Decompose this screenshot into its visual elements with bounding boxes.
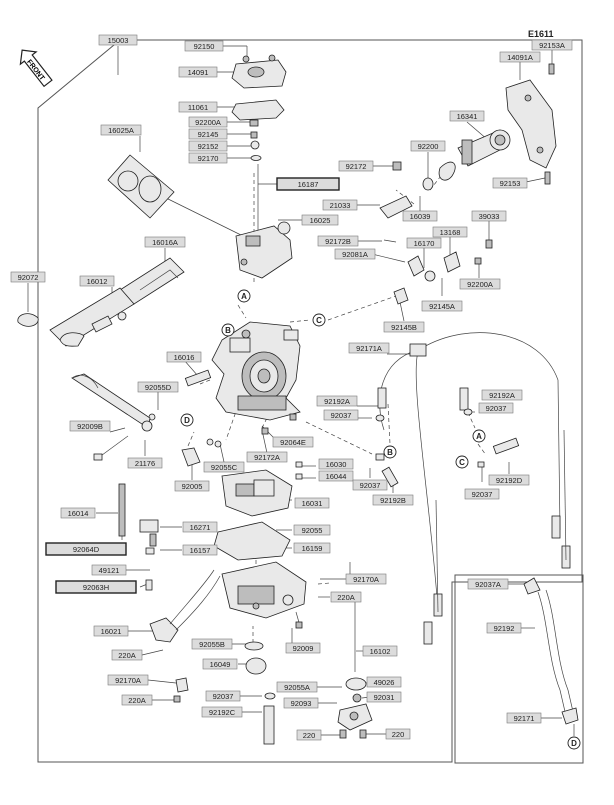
part-label-39033: 39033	[479, 212, 500, 221]
part-label-92037-e: 92037	[213, 692, 234, 701]
front-arrow-icon: FRONT	[19, 49, 53, 88]
part-label-16157: 16157	[190, 546, 211, 555]
part-label-16031: 16031	[302, 499, 323, 508]
part-label-220-b: 220	[392, 730, 405, 739]
part-label-11061: 11061	[188, 103, 208, 112]
part-label-16012: 16012	[87, 277, 108, 286]
callout-markers: A B C D B A C D	[180, 289, 581, 750]
part-label-92005: 92005	[182, 482, 203, 491]
part-drawings	[17, 54, 579, 745]
callout-d-bottom: D	[571, 739, 577, 748]
part-label-92064D: 92064D	[73, 545, 100, 554]
diagram-id: E1611	[528, 29, 554, 39]
part-label-16159: 16159	[302, 544, 323, 553]
part-label-16187: 16187	[298, 180, 319, 189]
part-label-92150: 92150	[194, 42, 215, 51]
callout-a-top: A	[241, 292, 247, 301]
part-label-92172A: 92172A	[254, 453, 280, 462]
part-label-16271: 16271	[190, 523, 211, 532]
part-label-92172: 92172	[346, 162, 367, 171]
part-label-92192B: 92192B	[380, 496, 406, 505]
part-label-92192C: 92192C	[209, 708, 236, 717]
part-label-92200A-b: 92200A	[467, 280, 493, 289]
part-label-16014: 16014	[68, 509, 89, 518]
part-label-14091: 14091	[188, 68, 209, 77]
part-label-92172B: 92172B	[325, 237, 351, 246]
part-label-92145A: 92145A	[429, 302, 455, 311]
part-label-16102: 16102	[370, 647, 391, 656]
part-label-92093: 92093	[291, 699, 312, 708]
part-label-220-a: 220	[303, 731, 316, 740]
part-label-16039: 16039	[410, 212, 431, 221]
part-label-49026: 49026	[374, 678, 395, 687]
callout-b-left: B	[225, 326, 231, 335]
part-label-92192: 92192	[494, 624, 515, 633]
part-label-92200: 92200	[418, 142, 439, 151]
part-label-92055B: 92055B	[199, 640, 225, 649]
part-label-92037-a: 92037	[331, 411, 352, 420]
part-label-92064E: 92064E	[280, 438, 306, 447]
part-label-92081A: 92081A	[342, 250, 368, 259]
part-label-16016: 16016	[174, 353, 195, 362]
part-label-15003: 15003	[108, 36, 129, 45]
part-label-16049: 16049	[210, 660, 231, 669]
part-label-92055C: 92055C	[211, 463, 238, 472]
part-label-21033: 21033	[330, 201, 351, 210]
part-label-49121: 49121	[99, 566, 120, 575]
part-label-220A-b: 220A	[118, 651, 136, 660]
part-label-92037-b: 92037	[486, 404, 507, 413]
part-label-92200A: 92200A	[195, 118, 221, 127]
part-label-92055: 92055	[302, 526, 323, 535]
part-label-92152: 92152	[198, 142, 219, 151]
part-label-92171: 92171	[514, 714, 535, 723]
part-label-92145B: 92145B	[391, 323, 417, 332]
part-label-92063H: 92063H	[83, 583, 109, 592]
part-label-16341: 16341	[457, 112, 478, 121]
part-label-92145: 92145	[198, 130, 219, 139]
part-label-16170: 16170	[414, 239, 435, 248]
part-label-92031: 92031	[374, 693, 395, 702]
part-label-220A-a: 220A	[337, 593, 355, 602]
callout-c-lower: C	[459, 458, 465, 467]
part-label-92055A: 92055A	[284, 683, 310, 692]
part-label-16025A: 16025A	[108, 126, 134, 135]
part-label-16044: 16044	[326, 472, 347, 481]
part-label-92055D: 92055D	[145, 383, 172, 392]
part-label-92037A: 92037A	[475, 580, 501, 589]
callout-d-left: D	[184, 416, 190, 425]
part-label-92192A: 92192A	[324, 397, 350, 406]
callout-c-right: C	[316, 316, 322, 325]
part-label-16030: 16030	[326, 460, 347, 469]
part-label-92171A: 92171A	[356, 344, 382, 353]
part-label-92072: 92072	[18, 273, 39, 282]
part-label-92037-d: 92037	[472, 490, 493, 499]
part-label-92192D: 92192D	[496, 476, 523, 485]
callout-b-right: B	[387, 448, 393, 457]
part-label-92153A: 92153A	[539, 41, 565, 50]
part-label-13168: 13168	[440, 228, 461, 237]
part-label-16016A: 16016A	[152, 238, 178, 247]
part-label-92170: 92170	[198, 154, 219, 163]
part-label-92009: 92009	[293, 644, 314, 653]
part-label-16021: 16021	[101, 627, 122, 636]
part-label-92192A-b: 92192A	[489, 391, 515, 400]
part-label-16025: 16025	[310, 216, 331, 225]
callout-a-right: A	[476, 432, 482, 441]
part-label-14091A: 14091A	[507, 53, 533, 62]
part-label-21176: 21176	[135, 459, 155, 468]
part-label-92009B: 92009B	[77, 422, 103, 431]
leader-lines	[27, 45, 562, 736]
part-label-92153: 92153	[500, 179, 521, 188]
main-frame	[37, 39, 583, 763]
part-label-220A-c: 220A	[128, 696, 146, 705]
part-label-92170A: 92170A	[353, 575, 379, 584]
part-labels: 15003 92150 14091 11061 92200A 92145 921…	[10, 34, 573, 741]
part-label-92037-c: 92037	[360, 481, 381, 490]
sub-frame	[454, 574, 584, 764]
part-label-92170A-b: 92170A	[115, 676, 141, 685]
